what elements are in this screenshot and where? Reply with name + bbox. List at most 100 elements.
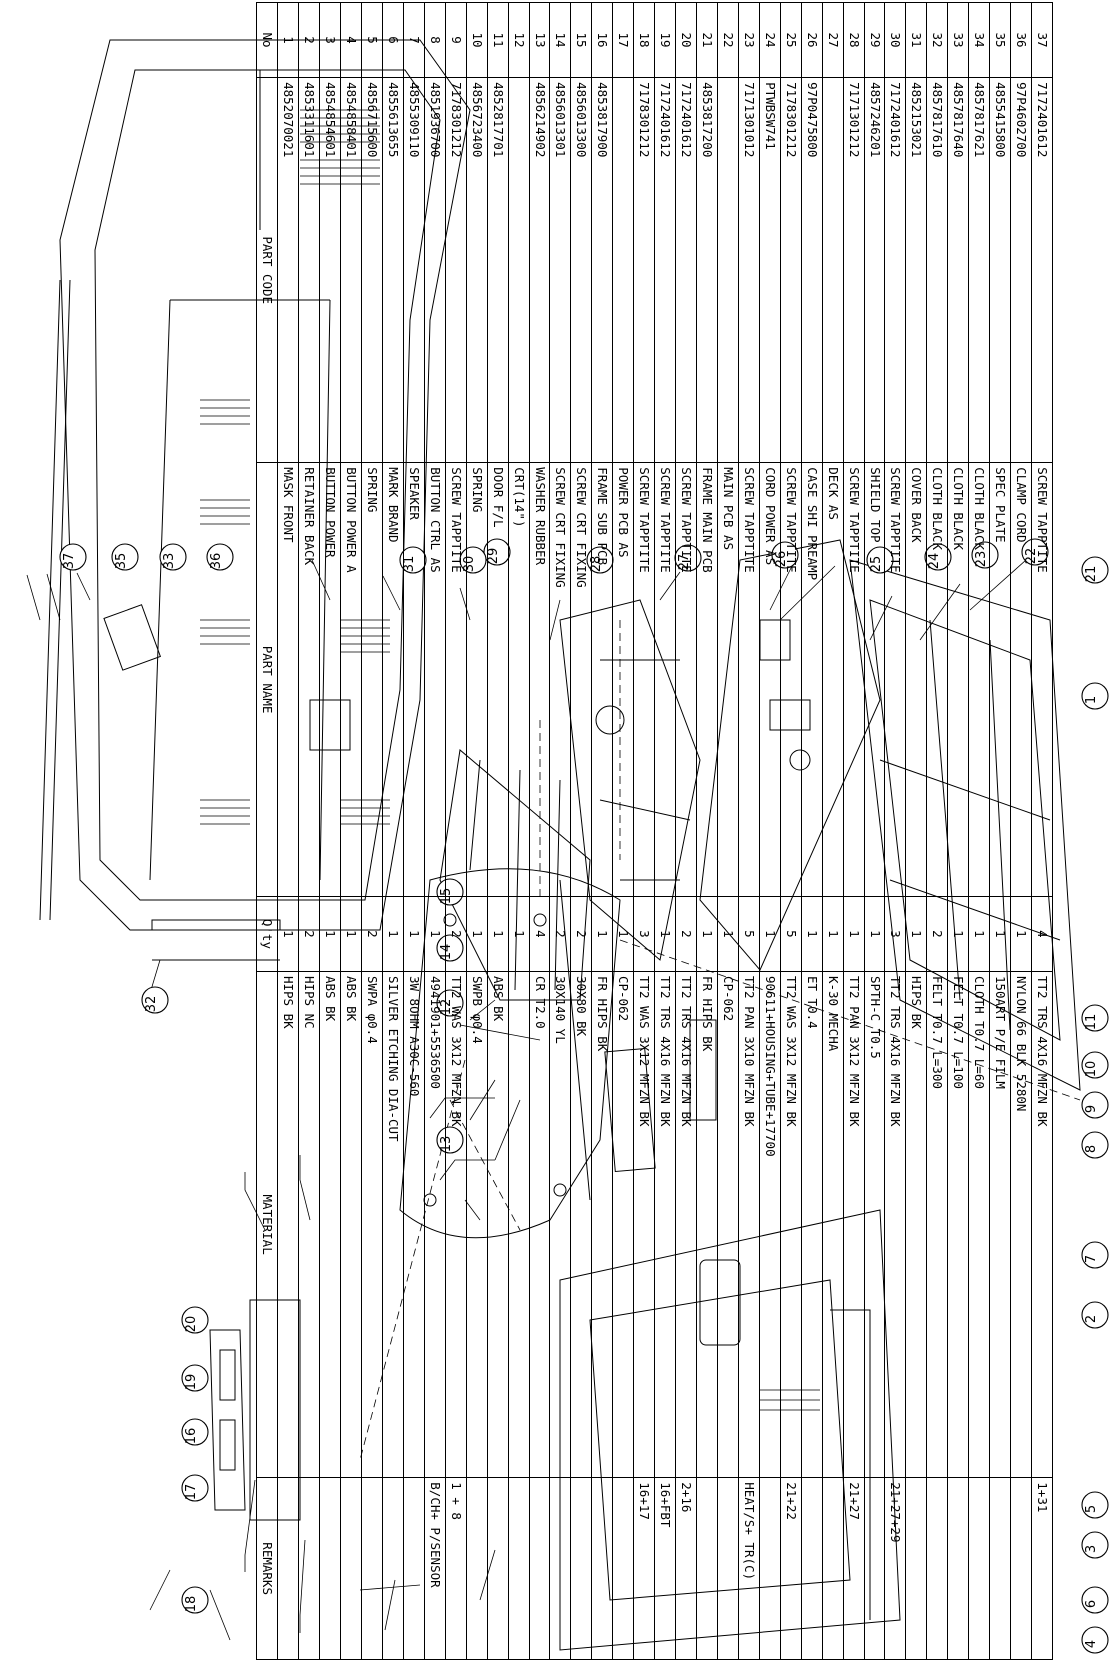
parts-cell-material: 30X140 YL <box>550 971 571 1478</box>
parts-cell-remarks: B/CH+ P/SENSOR <box>424 1477 446 1660</box>
parts-cell-name: SCREW TAPPTITE <box>445 462 467 897</box>
parts-cell-material: HIPS BK <box>905 971 927 1478</box>
parts-cell-name: MASK FRONT <box>277 462 299 897</box>
parts-cell-name: COVER BACK <box>905 462 927 897</box>
parts-cell-code: 7172401612 <box>1031 77 1053 463</box>
svg-text:2: 2 <box>1084 1315 1099 1323</box>
parts-cell-no: 13 <box>529 2 550 78</box>
parts-cell-no: 22 <box>717 2 739 78</box>
shield-top-part <box>439 749 591 1001</box>
parts-cell-qty: 1 <box>864 896 885 972</box>
parts-cell-code: 4857246201 <box>864 77 885 463</box>
svg-text:17: 17 <box>184 1484 199 1501</box>
parts-cell-code: 4851936700 <box>424 77 446 463</box>
parts-cell-qty: 4 <box>1031 896 1053 972</box>
parts-cell-remarks: 21+27 <box>843 1477 865 1660</box>
parts-cell-no: 7 <box>403 2 425 78</box>
parts-cell-name: RETAINER BACK <box>298 462 320 897</box>
parts-cell-remarks <box>968 1477 990 1660</box>
parts-cell-name: DECK AS <box>822 462 844 897</box>
parts-cell-name: CLOTH BLACK <box>947 462 969 897</box>
parts-cell-qty: 1 <box>612 896 634 972</box>
parts-cell-remarks <box>591 1477 613 1660</box>
parts-cell-material: TT2 TRS 4X16 MFZN BK <box>675 971 697 1478</box>
parts-cell-code: 4854854601 <box>319 77 341 463</box>
parts-cell-no: 4 <box>340 2 362 78</box>
parts-cell-material: HIPS NC <box>298 971 320 1478</box>
parts-cell-remarks <box>989 1477 1011 1660</box>
balloon-26: 26 <box>771 541 799 569</box>
parts-cell-code: 7178301212 <box>780 77 802 463</box>
svg-text:19: 19 <box>184 1374 199 1391</box>
parts-cell-material: FR HIPS BK <box>696 971 718 1478</box>
felt-strip-part <box>39 279 71 921</box>
svg-text:22: 22 <box>1024 548 1039 565</box>
parts-cell-remarks <box>1010 1477 1032 1660</box>
parts-cell-material: TT2 TRS 4X16 MFZN BK <box>885 971 906 1478</box>
parts-cell-code: 4852817701 <box>487 77 509 463</box>
parts-cell-remarks <box>508 1477 530 1660</box>
parts-cell-no: 26 <box>801 2 823 78</box>
parts-cell-code: 4854858401 <box>340 77 362 463</box>
cover-back-part <box>59 39 471 931</box>
svg-text:21: 21 <box>1084 566 1099 583</box>
parts-cell-no: 29 <box>864 2 885 78</box>
parts-cell-name: SHIELD TOP <box>864 462 885 897</box>
speaker-part <box>699 1259 741 1346</box>
parts-cell-qty: 2 <box>570 896 592 972</box>
parts-cell-material: ABS BK <box>319 971 341 1478</box>
balloon-37: 37 <box>59 543 87 571</box>
parts-cell-code: 4856723400 <box>466 77 488 463</box>
parts-cell-material: FELT T0.7 L=100 <box>947 971 969 1478</box>
parts-cell-no: 6 <box>382 2 404 78</box>
parts-cell-qty: 1 <box>968 896 990 972</box>
parts-cell-name: CASE SHI PREAMP <box>801 462 823 897</box>
parts-cell-code: 4857817621 <box>968 77 990 463</box>
svg-text:23: 23 <box>974 551 989 568</box>
svg-text:16: 16 <box>184 1428 199 1445</box>
parts-cell-code: 4856214902 <box>529 77 550 463</box>
svg-text:29: 29 <box>486 548 501 565</box>
parts-cell-no: 25 <box>780 2 802 78</box>
parts-cell-material: TT2 PAN 3X12 MFZN BK <box>843 971 865 1478</box>
balloon-21: 21 <box>1081 556 1109 584</box>
svg-text:3: 3 <box>1084 1545 1099 1553</box>
svg-text:32: 32 <box>144 996 159 1013</box>
parts-cell-material: TT2 TRS 4X16 MFZN BK <box>654 971 676 1478</box>
balloon-20: 20 <box>181 1306 209 1334</box>
parts-cell-qty: 4 <box>529 896 550 972</box>
parts-cell-material: 90611+HOUSING+TUBE+17700 <box>759 971 781 1478</box>
parts-cell-material: NYLON 66 BLK 5280N <box>1010 971 1032 1478</box>
parts-cell-remarks <box>466 1477 488 1660</box>
parts-cell-material: ET T0.4 <box>801 971 823 1478</box>
parts-cell-qty: 1 <box>403 896 425 972</box>
balloon-11: 11 <box>1081 1004 1109 1032</box>
parts-cell-qty: 1 <box>382 896 404 972</box>
svg-text:36: 36 <box>209 553 224 570</box>
svg-text:33: 33 <box>162 553 177 570</box>
parts-cell-material: 4941901+5536500 <box>424 971 446 1478</box>
parts-cell-code: 4855309110 <box>403 77 425 463</box>
parts-cell-name: MARK BRAND <box>382 462 404 897</box>
parts-cell-material: 3W 8OHM A30C-560 <box>403 971 425 1478</box>
parts-cell-material: TT2 TRS 4X16 MFZN BK <box>1031 971 1053 1478</box>
balloon-4: 4 <box>1081 1626 1109 1654</box>
parts-cell-remarks: 21+22 <box>780 1477 802 1660</box>
parts-cell-code: 4855613655 <box>382 77 404 463</box>
parts-cell-name: SCREW TAPPTITE <box>843 462 865 897</box>
parts-cell-material: CP-062 <box>612 971 634 1478</box>
parts-cell-qty: 5 <box>738 896 760 972</box>
parts-cell-qty: 1 <box>989 896 1011 972</box>
